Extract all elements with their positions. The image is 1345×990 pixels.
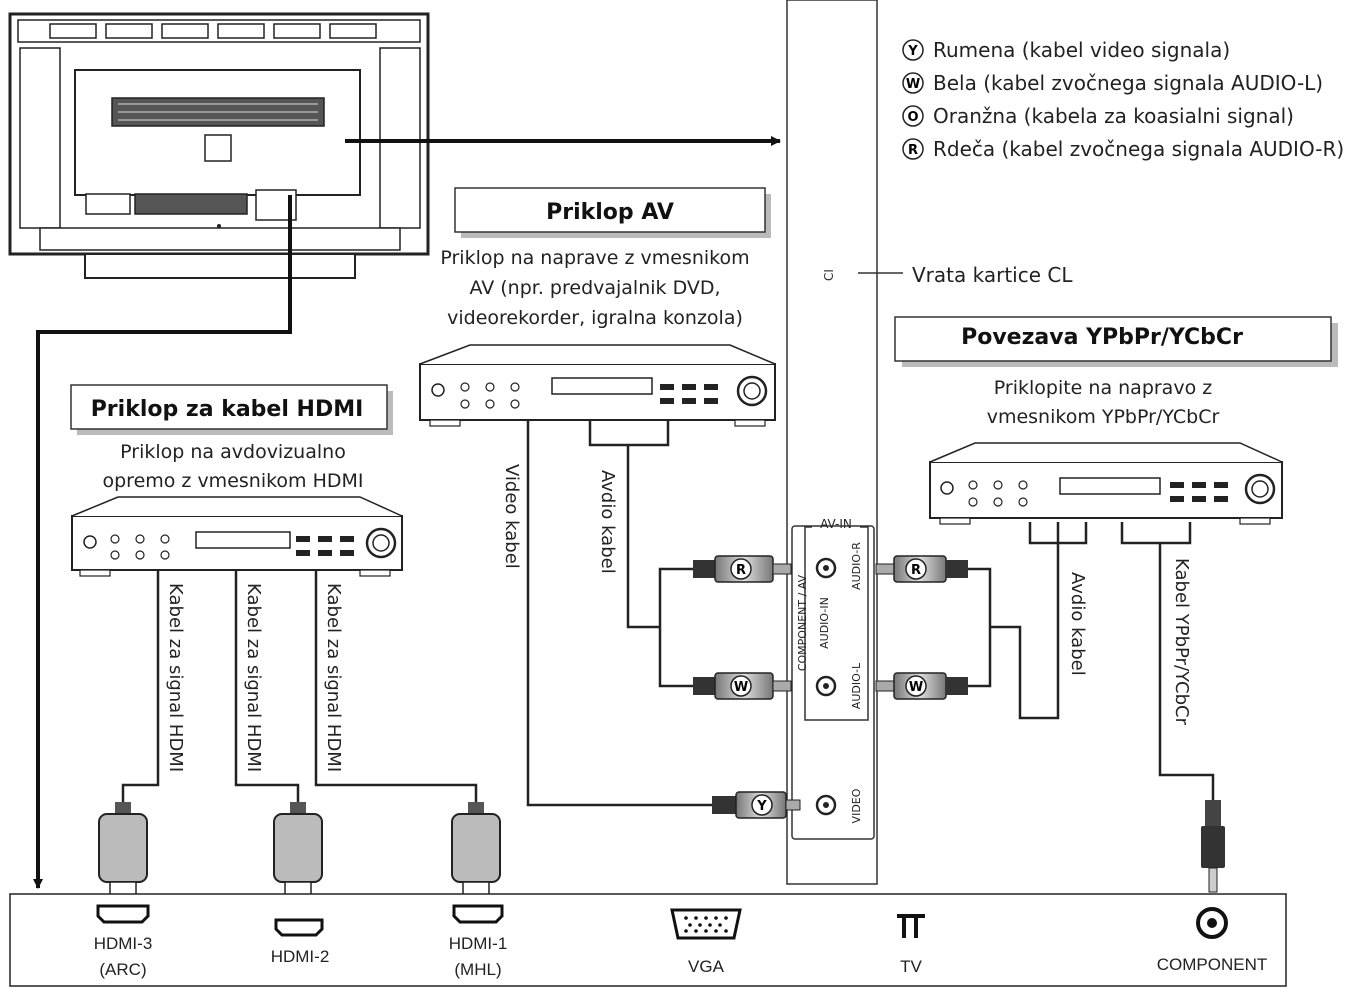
- hdmi1-port: HDMI-1 (MHL): [449, 904, 508, 979]
- svg-text:VGA: VGA: [688, 957, 725, 976]
- av-in-group: AV-IN COMPONENT / AV AUDIO-IN AUDIO-R AU…: [791, 516, 875, 840]
- component-av-label: COMPONENT / AV: [796, 574, 809, 671]
- hdmi-port-icon: [96, 904, 150, 924]
- ypbpr-cable-label: Kabel YPbPr/YCbCr: [1171, 558, 1192, 726]
- hdmi-section: Priklop za kabel HDMI Priklop na avdoviz…: [70, 384, 393, 492]
- av-cables: [526, 420, 712, 807]
- av-audio-cable-label: Avdio kabel: [597, 470, 618, 574]
- legend-item-yellow: Y Rumena (kabel video signala): [902, 38, 1230, 62]
- hdmi2-port: HDMI-2: [271, 918, 330, 966]
- svg-text:O: O: [907, 110, 918, 125]
- tv-back-illustration: [8, 12, 430, 279]
- svg-text:opremo z vmesnikom HDMI: opremo z vmesnikom HDMI: [102, 470, 363, 492]
- rca-plug-r-left: R: [693, 555, 792, 583]
- side-panel: [786, 0, 878, 885]
- vga-port-icon: [670, 908, 742, 940]
- svg-text:TV: TV: [900, 957, 922, 976]
- svg-text:HDMI-2: HDMI-2: [271, 947, 330, 966]
- svg-text:Rumena (kabel video signala): Rumena (kabel video signala): [933, 38, 1230, 62]
- ypbpr-audio-cable-label: Avdio kabel: [1067, 572, 1088, 676]
- svg-text:R: R: [736, 563, 746, 578]
- av-title: Priklop AV: [546, 200, 674, 225]
- svg-text:W: W: [909, 680, 923, 695]
- svg-text:R: R: [911, 563, 921, 578]
- audio-r-label: AUDIO-R: [850, 542, 863, 590]
- svg-text:videorekorder, igralna konzola: videorekorder, igralna konzola): [447, 307, 743, 329]
- rca-plug-y-left: Y: [712, 791, 801, 819]
- ci-caption: Vrata kartice CL: [912, 263, 1073, 287]
- rca-plug-w-right: W: [875, 672, 968, 700]
- hdmi-plug-icon: [98, 802, 148, 897]
- av-in-label: AV-IN: [820, 517, 852, 531]
- svg-text:Priklop na naprave z vmesnikom: Priklop na naprave z vmesnikom: [440, 247, 749, 269]
- svg-text:COMPONENT: COMPONENT: [1157, 955, 1268, 974]
- svg-text:Y: Y: [756, 799, 767, 814]
- hdmi-port-icon: [274, 918, 324, 937]
- svg-text:W: W: [734, 680, 748, 695]
- video-label: VIDEO: [850, 788, 863, 823]
- arrow-to-bottom-panel: [33, 195, 292, 889]
- svg-text:AV (npr. predvajalnik DVD,: AV (npr. predvajalnik DVD,: [469, 277, 720, 299]
- av-section: Priklop AV Priklop na naprave z vmesniko…: [440, 187, 771, 329]
- hdmi-plug-icon: [451, 802, 501, 897]
- hdmi-cable-label-2: Kabel za signal HDMI: [243, 583, 264, 772]
- svg-text:(ARC): (ARC): [99, 960, 146, 979]
- vga-port: VGA: [670, 908, 742, 976]
- hdmi-cable-label-1: Kabel za signal HDMI: [165, 583, 186, 772]
- hdmi-title: Priklop za kabel HDMI: [91, 397, 364, 422]
- svg-text:Y: Y: [907, 44, 918, 59]
- bottom-port-panel: [9, 893, 1287, 987]
- hdmi-plug-icon: [273, 802, 323, 897]
- hdmi-port-icon: [452, 904, 504, 924]
- tv-port: TV: [897, 914, 925, 976]
- svg-text:Priklop na avdovizualno: Priklop na avdovizualno: [120, 441, 346, 463]
- svg-text:Priklopite na napravo z: Priklopite na napravo z: [994, 377, 1212, 399]
- audio-l-label: AUDIO-L: [850, 662, 863, 709]
- ypbpr-section: Povezava YPbPr/YCbCr Priklopite na napra…: [894, 316, 1338, 428]
- rca-plug-r-right: R: [875, 555, 968, 583]
- ypbpr-audio-cables: [968, 522, 1215, 800]
- component-port: COMPONENT: [1157, 907, 1268, 974]
- antenna-icon: [897, 914, 925, 938]
- av-device-illustration: [419, 344, 776, 427]
- ci-slot-label: CI: [822, 269, 836, 281]
- ypbpr-device-illustration: [929, 442, 1283, 525]
- hdmi-cable-label-3: Kabel za signal HDMI: [323, 583, 344, 772]
- svg-text:Bela (kabel zvočnega signala A: Bela (kabel zvočnega signala AUDIO-L): [933, 71, 1323, 95]
- svg-text:(MHL): (MHL): [454, 960, 501, 979]
- hdmi-device-illustration: [71, 496, 403, 577]
- svg-text:Rdeča (kabel zvočnega signala: Rdeča (kabel zvočnega signala AUDIO-R): [933, 137, 1344, 161]
- color-legend: Y Rumena (kabel video signala) W Bela (k…: [902, 38, 1344, 161]
- svg-text:HDMI-3: HDMI-3: [94, 934, 153, 953]
- svg-text:vmesnikom YPbPr/YCbCr: vmesnikom YPbPr/YCbCr: [987, 406, 1220, 428]
- legend-item-red: R Rdeča (kabel zvočnega signala AUDIO-R): [902, 137, 1344, 161]
- svg-text:W: W: [906, 77, 920, 92]
- legend-item-orange: O Oranžna (kabela za koasialni signal): [902, 104, 1294, 128]
- svg-text:Oranžna (kabela za koasialni s: Oranžna (kabela za koasialni signal): [933, 104, 1294, 128]
- component-plug-icon: [1201, 800, 1225, 893]
- hdmi-cables: [121, 570, 478, 805]
- ypbpr-title: Povezava YPbPr/YCbCr: [961, 325, 1243, 350]
- legend-item-white: W Bela (kabel zvočnega signala AUDIO-L): [902, 71, 1323, 95]
- rca-plug-w-left: W: [693, 672, 792, 700]
- video-cable-label: Video kabel: [501, 464, 522, 569]
- hdmi3-port: HDMI-3 (ARC): [94, 904, 153, 979]
- audio-in-label: AUDIO-IN: [818, 597, 831, 649]
- svg-text:R: R: [908, 143, 918, 158]
- svg-text:HDMI-1: HDMI-1: [449, 934, 508, 953]
